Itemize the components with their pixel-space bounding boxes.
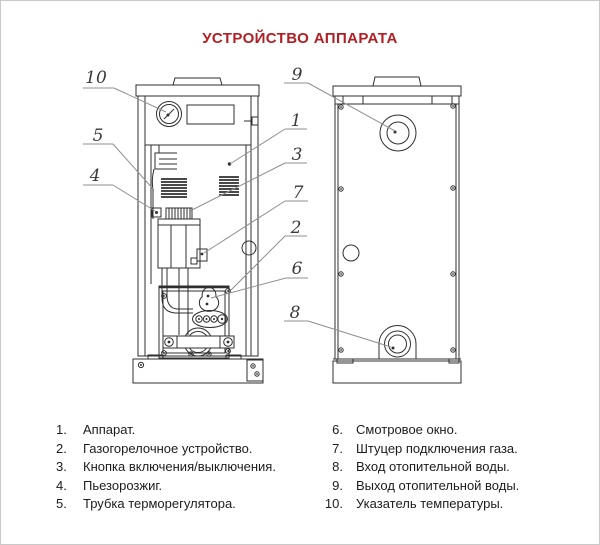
callout-8: 8 <box>284 303 392 348</box>
legend-item-number: 10. <box>324 496 343 512</box>
callout-5: 5 <box>83 126 155 191</box>
leader-line-1 <box>229 128 286 165</box>
flue-collar-back <box>372 76 422 87</box>
back-panel-screws <box>338 103 456 353</box>
callout-6-label: 6 <box>292 259 303 279</box>
water-outlet <box>379 114 417 152</box>
front-view <box>132 77 264 384</box>
door-latch <box>244 116 259 126</box>
leader-line-3 <box>189 162 286 212</box>
legend-item: 6. Смотровое окно. <box>321 421 519 440</box>
top-band-front <box>135 84 260 97</box>
leader-line-9 <box>307 82 396 132</box>
callout-2-label: 2 <box>290 218 302 238</box>
leader-line-6 <box>210 277 287 299</box>
thermoregulator-tube <box>151 145 177 219</box>
callout-10-label: 10 <box>85 68 107 88</box>
legend-item-number: 3. <box>56 459 67 475</box>
leader-line-2 <box>230 235 286 291</box>
burner-door <box>158 285 231 359</box>
legend-item-number: 8. <box>332 459 343 475</box>
side-hole-front <box>241 240 257 256</box>
legend-item: 10. Указатель температуры. <box>321 495 519 514</box>
burner-control-box <box>157 218 201 269</box>
callout-7-label: 7 <box>293 183 304 203</box>
callout-4-label: 4 <box>89 166 101 186</box>
panel-point <box>227 162 232 166</box>
legend-item-number: 5. <box>56 496 67 512</box>
legend-item-number: 6. <box>332 422 343 437</box>
callout-6: 6 <box>210 259 308 299</box>
legend-item-text: Выход отопительной воды. <box>356 477 520 493</box>
piezo-igniter <box>151 207 162 218</box>
burner-manifold <box>192 310 228 328</box>
base-back <box>332 358 462 384</box>
callout-3-label: 3 <box>292 145 303 165</box>
rating-plate <box>186 104 235 125</box>
callout-3: 3 <box>189 145 307 212</box>
callout-4: 4 <box>83 166 156 212</box>
legend-column-right: 6. Смотровое окно. 7. Штуцер подключения… <box>321 421 519 514</box>
legend-item-number: 7. <box>332 440 343 456</box>
burner-tube-clamp <box>162 327 235 357</box>
legend-item-number: 4. <box>56 477 67 493</box>
legend-item: 3. Кнопка включения/выключения. <box>56 458 276 477</box>
callout-10: 10 <box>83 68 167 113</box>
leader-line-7 <box>203 200 286 254</box>
top-band-back <box>332 85 462 97</box>
legend-item-text: Газогорелочное устройство. <box>83 440 253 456</box>
legend-item-text: Кнопка включения/выключения. <box>83 459 276 475</box>
legend-item-number: 1. <box>56 422 67 437</box>
temperature-gauge <box>156 101 182 127</box>
leader-line-4 <box>112 184 156 212</box>
legend-item-number: 9. <box>332 477 343 493</box>
base-front <box>132 354 264 384</box>
legend-item: 8. Вход отопительной воды. <box>321 458 519 477</box>
legend-item-text: Указатель температуры. <box>356 496 504 512</box>
callout-7: 7 <box>203 183 308 254</box>
back-panel <box>334 95 460 360</box>
callout-8-label: 8 <box>290 303 301 323</box>
callout-9: 9 <box>284 65 396 132</box>
legend-item-number: 2. <box>56 440 67 456</box>
legend-item: 1. Аппарат. <box>56 421 276 440</box>
callouts: 10 5 4 1 3 <box>83 65 396 348</box>
leader-line-8 <box>307 320 392 348</box>
callout-9-label: 9 <box>292 65 303 85</box>
legend-item: 7. Штуцер подключения газа. <box>321 440 519 459</box>
vent-grille-left <box>161 178 187 198</box>
legend-item: 5. Трубка терморегулятора. <box>56 495 276 514</box>
legend-item-text: Вход отопительной воды. <box>356 459 510 475</box>
legend-column-left: 1. Аппарат. 2. Газогорелочное устройство… <box>56 421 276 514</box>
callout-1: 1 <box>229 111 307 165</box>
legend-item-text: Аппарат. <box>83 422 136 437</box>
callout-5-label: 5 <box>93 126 104 146</box>
side-hole-back <box>342 244 360 262</box>
gas-connection-stub <box>190 248 208 265</box>
legend-item: 9. Выход отопительной воды. <box>321 477 519 496</box>
callout-2: 2 <box>230 218 307 291</box>
legend-item: 4. Пьезорозжиг. <box>56 477 276 496</box>
page-title: УСТРОЙСТВО АППАРАТА <box>202 30 398 47</box>
water-inlet <box>378 325 417 359</box>
back-view <box>332 76 462 384</box>
leader-line-10 <box>113 87 167 113</box>
vent-grille-right <box>219 176 239 196</box>
cabinet-body <box>137 95 259 357</box>
legend-item-text: Пьезорозжиг. <box>83 477 163 493</box>
burner-pipes <box>161 268 193 335</box>
callout-1-label: 1 <box>291 111 302 131</box>
legend-item: 2. Газогорелочное устройство. <box>56 440 276 459</box>
legend-item-text: Смотровое окно. <box>356 422 458 437</box>
legend-item-text: Штуцер подключения газа. <box>356 440 518 456</box>
leader-line-5 <box>112 143 155 191</box>
legend-item-text: Трубка терморегулятора. <box>83 496 236 512</box>
flue-collar-front <box>172 77 223 86</box>
onoff-button-knobs <box>165 207 193 220</box>
